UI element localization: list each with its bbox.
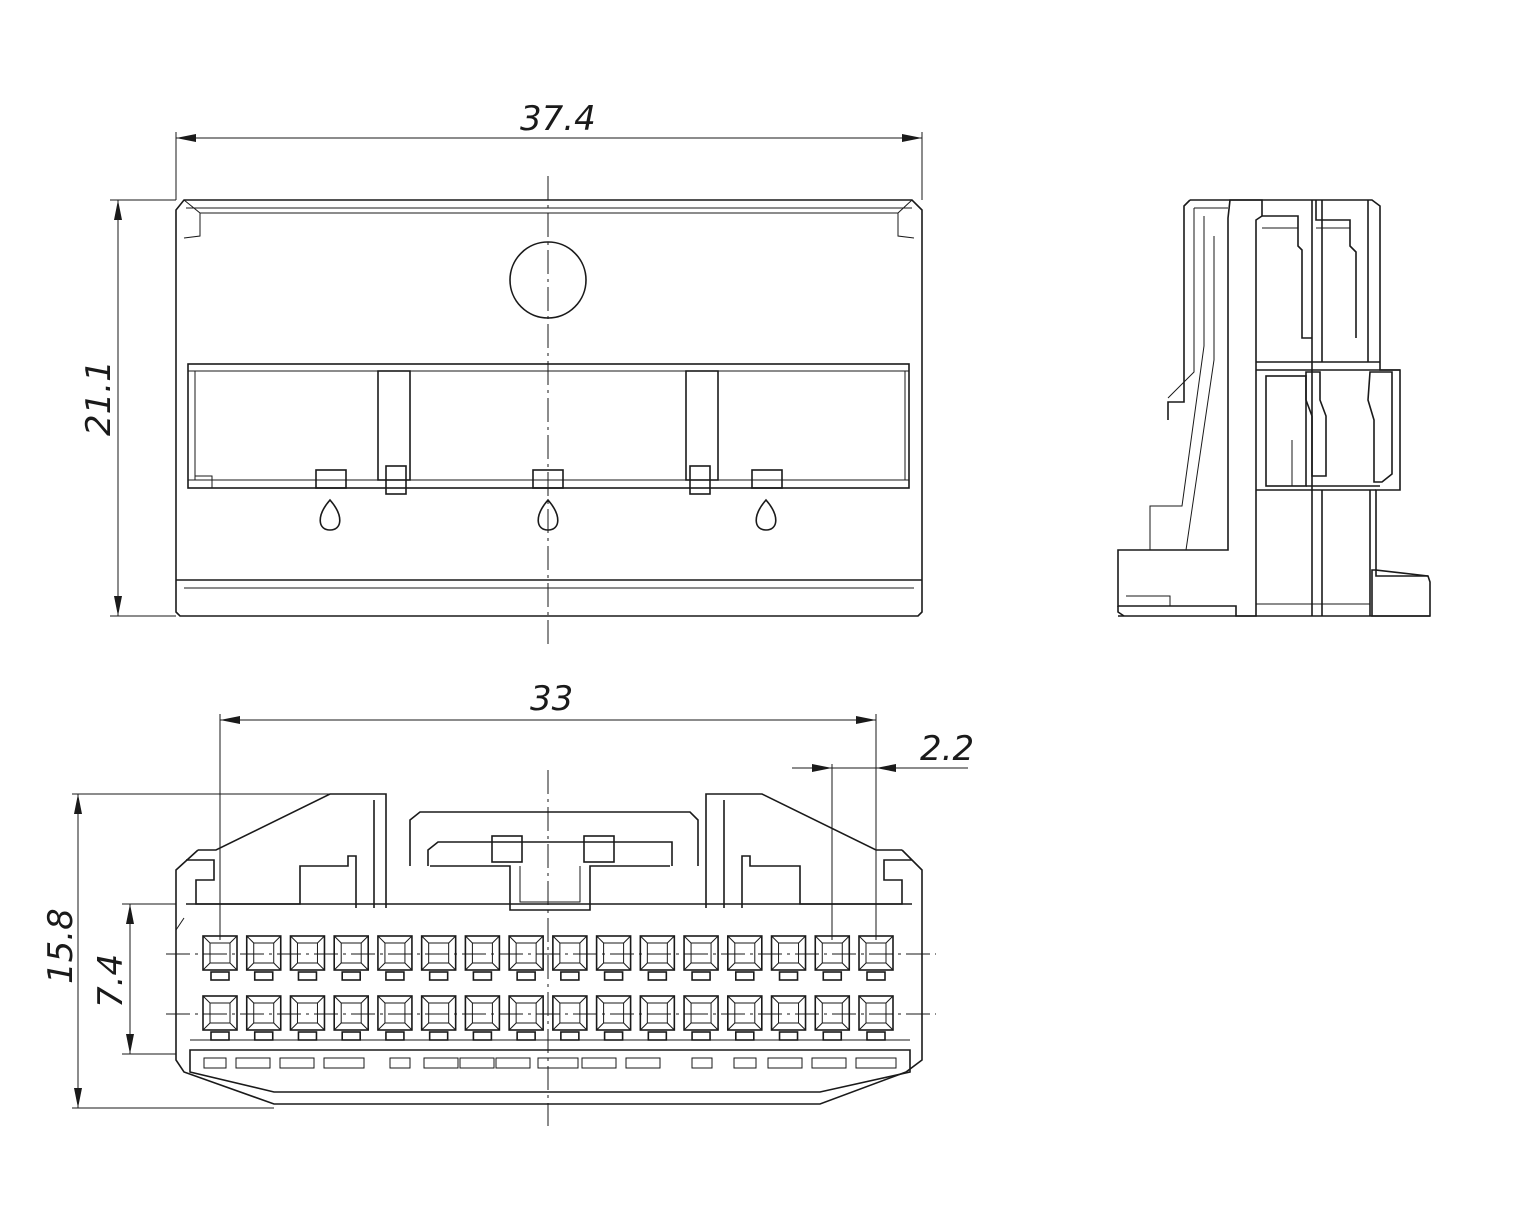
terminal-cavity [639,995,676,1041]
terminal-cavity [552,935,588,981]
terminal-cavity [639,935,676,981]
terminal-cavity [683,995,719,1041]
terminal-cavity [770,995,807,1041]
terminal-cavity [245,935,282,981]
terminal-cavity [420,935,457,981]
rail-slot [733,1057,757,1069]
rail-slot [459,1057,495,1069]
dimension-width: 37.4 [175,99,923,200]
terminal-cavity [464,995,501,1041]
rail-slot [855,1057,897,1069]
rail-slot [625,1057,661,1069]
face-view [166,770,936,1126]
terminal-cavity [814,995,851,1041]
dim-pitch-span: 33 [530,679,573,719]
rail-slots [203,1057,897,1069]
terminal-cavity [377,995,413,1041]
front-view [175,176,923,645]
terminal-cavity [202,995,238,1041]
dim-pitch: 2.2 [920,729,974,769]
rail-slot [811,1057,847,1069]
dimension-face-height: 15.8 [41,793,330,1109]
side-section-view [1117,199,1431,617]
terminal-cavity [202,935,238,981]
terminal-cavity [858,935,894,981]
terminal-cavity [726,935,763,981]
terminal-cavity [289,935,326,981]
terminal-cavity [552,995,588,1041]
rail-slot [323,1057,365,1069]
rail-slot [767,1057,803,1069]
terminal-cavity [595,995,632,1041]
dim-row-spacing: 7.4 [91,954,131,1008]
rail-slot [581,1057,617,1069]
terminal-cavity [508,995,544,1041]
terminal-cavity [333,935,370,981]
terminal-cavities [202,935,894,1041]
terminal-cavity [289,995,326,1041]
terminal-cavity [726,995,763,1041]
rail-slot [537,1057,579,1069]
terminal-cavity [420,995,457,1041]
terminal-cavity [333,995,370,1041]
terminal-cavity [508,935,544,981]
terminal-cavity [770,935,807,981]
terminal-cavity [814,935,851,981]
rail-slot [691,1057,713,1069]
dimension-row-spacing: 7.4 [91,903,176,1055]
dimension-pitch: 2.2 [792,729,974,940]
dimension-pitch-span: 33 [219,679,877,940]
rail-slot [389,1057,411,1069]
dim-front-height: 21.1 [79,360,119,436]
dim-front-width: 37.4 [520,99,596,139]
rail-slot [495,1057,531,1069]
dimension-height: 21.1 [79,199,176,617]
rail-slot [203,1057,227,1069]
terminal-cavity [683,935,719,981]
dim-face-height: 15.8 [41,908,81,984]
rail-slot [279,1057,315,1069]
terminal-cavity [377,935,413,981]
terminal-cavity [595,935,632,981]
terminal-cavity [858,995,894,1041]
terminal-cavity [464,935,501,981]
terminal-cavity [245,995,282,1041]
rail-slot [235,1057,271,1069]
rail-slot [423,1057,459,1069]
